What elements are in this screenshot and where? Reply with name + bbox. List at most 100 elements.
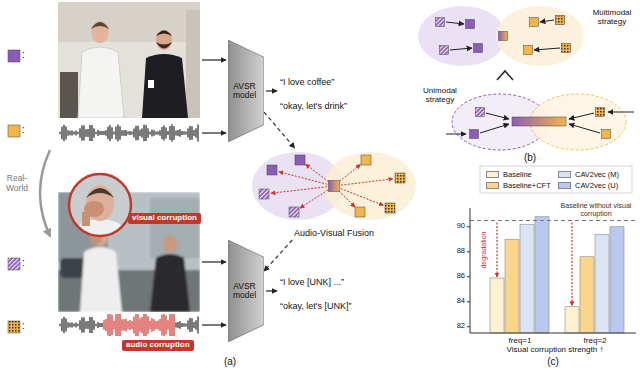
stroke-line [153,319,154,330]
inset-ring [69,174,131,236]
shape-ellipse [496,6,584,66]
arrow-line [202,324,226,325]
feature-icon [8,125,20,137]
stroke-line [135,314,136,336]
model-block: AVSR model [228,40,264,142]
tick-label: 90 [446,222,465,231]
tick-label: 86 [446,272,465,281]
stroke-line [161,314,162,335]
stroke-line [125,130,126,136]
stroke-line [195,320,196,330]
stroke-line [165,315,166,334]
category-label: freq=2 [575,336,615,345]
legend-text: Baseline+CFT [503,181,551,190]
stroke-line [175,130,176,135]
feature-icon [466,20,475,29]
transcript-text: “okay, let's drink” [280,101,375,111]
reference-label: Baseline without visual corruption [558,202,634,218]
shape-ellipse [252,152,344,220]
feature-icon [562,44,571,53]
category-label: freq=1 [500,336,540,345]
stroke-line [61,319,62,331]
tick-label: 82 [446,322,465,331]
panel-b-art [418,6,634,150]
stroke-line [171,124,172,142]
tick [467,276,470,277]
colon-mark: : [22,257,25,269]
stroke-line [97,322,98,328]
stroke-line [185,131,186,134]
stroke-line [115,126,116,139]
stroke-line [83,317,84,332]
stroke-line [149,131,150,134]
reference-line [470,220,636,221]
stroke-line [167,131,168,135]
feature-icon [596,108,605,117]
stroke-line [69,323,70,328]
stroke-line [75,322,76,327]
stroke-line [151,130,152,137]
arrow-line [202,132,226,133]
stroke-line [183,131,184,134]
legend-frame [480,166,632,193]
bar [505,239,519,333]
stroke-line [139,130,140,137]
tag-text: visual corruption [132,214,197,223]
stroke-line [149,321,150,329]
stroke-line [129,131,130,135]
stroke-line [89,125,90,141]
stroke-line [187,129,188,138]
feature-icon [8,50,20,62]
feature-icon [267,165,277,175]
legend-text: CAV2vec (U) [575,181,618,190]
feature-icon [295,155,305,165]
legend-entry: Baseline+CFT [486,181,551,190]
stroke-line [157,131,158,135]
stroke-line [73,323,74,326]
shape-ellipse [324,152,416,220]
arrow-line [202,59,226,60]
stroke-line [81,317,82,332]
stroke-line [131,132,132,135]
stroke-line [153,130,154,135]
arrow-line [339,191,355,207]
bar [580,257,594,333]
stroke-line [111,127,112,139]
stroke-line [135,126,136,141]
stroke-line [151,318,152,332]
dashed-connector [264,240,292,271]
stroke-line [91,317,92,333]
stroke-line [143,314,144,336]
feature-icon [395,173,405,183]
stroke-line [183,323,184,326]
annotation-label: degradation [480,230,488,270]
stroke-line [79,320,80,329]
stroke-line [165,128,166,139]
transcript-text: “I love coffee” [280,77,375,87]
stroke-line [161,127,162,139]
stroke-line [117,124,118,141]
arrow-line [569,113,594,119]
stroke-line [181,131,182,135]
transition-label: Real-World [2,174,32,194]
arrow-line [306,164,329,181]
stroke-line [113,131,114,134]
stroke-line [139,318,140,331]
stroke-line [115,314,116,336]
bar [535,217,549,333]
stroke-line [91,125,92,141]
stroke-line [173,126,174,139]
stroke-line [121,319,122,331]
stroke-line [85,321,86,328]
feature-icon [385,203,395,213]
stroke-line [187,321,188,330]
legend-text: CAV2vec (M) [575,170,619,179]
stroke-line [179,129,180,136]
arrow-line [279,172,327,185]
stroke-line [77,324,78,327]
stroke-line [141,317,142,334]
arrow-line [341,189,384,206]
stroke-line [67,322,68,328]
feature-icon [476,108,485,117]
